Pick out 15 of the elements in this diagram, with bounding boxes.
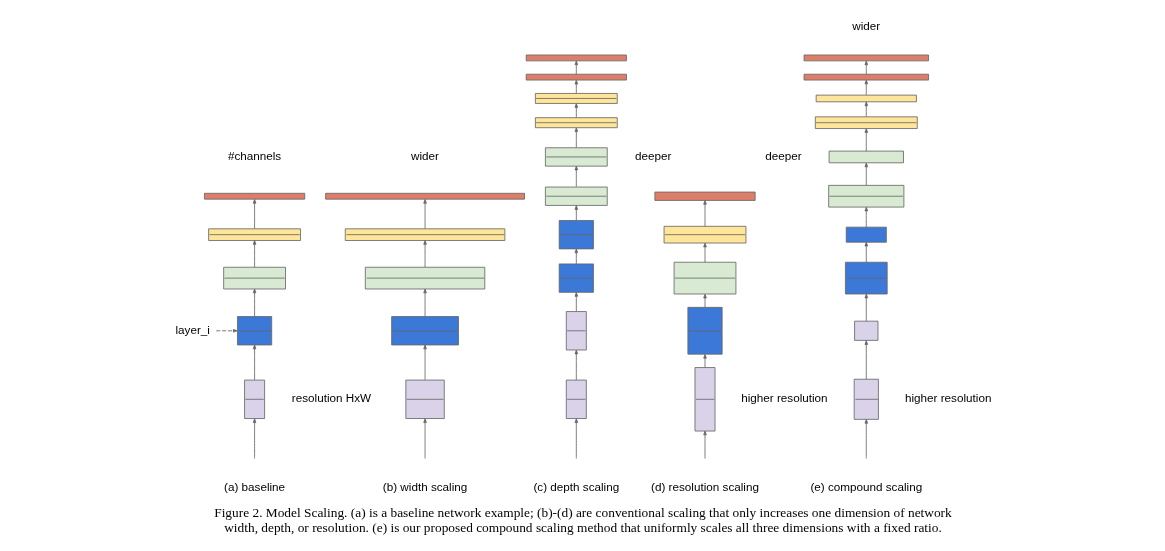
label: resolution HxW (291, 391, 371, 405)
label: (b) width scaling (382, 479, 467, 493)
label: (e) compound scaling (809, 479, 922, 493)
label: wider (410, 149, 439, 163)
label: deeper (764, 149, 802, 163)
label: deeper (634, 149, 671, 163)
node-text: layer_i (175, 322, 210, 336)
label: higher resolution (904, 391, 991, 405)
label: wider (851, 18, 880, 32)
label: (c) depth scaling (532, 479, 619, 493)
label: higher resolution (740, 391, 828, 405)
caption: Figure 2. Model Scaling. (a) is a baseline network example; (b)-(d) are conventional scaling that only increases one dimension of network width, depth, or resolution. (e) is our proposed compound scaling method that uniformly scales all three dimensions with a fixed ratio. (213, 504, 952, 535)
label: #channels (227, 149, 281, 163)
label: (d) resolution scaling (650, 479, 759, 493)
label: (a) baseline (223, 479, 285, 493)
